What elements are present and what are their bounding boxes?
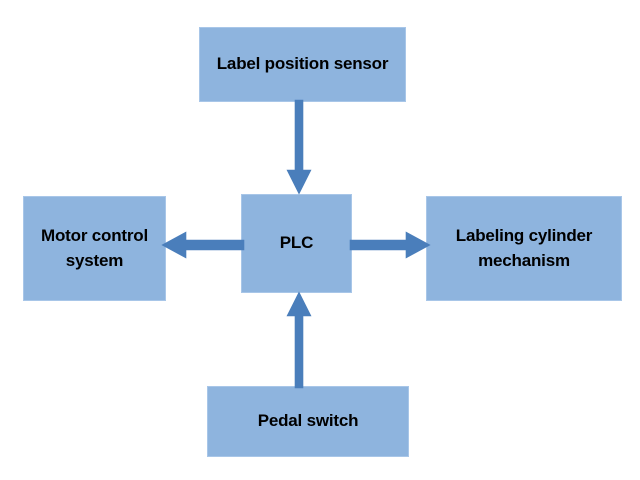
arrow-right-icon <box>349 228 431 262</box>
node-label-position-sensor[interactable]: Label position sensor <box>199 27 406 102</box>
node-label-position-sensor-text: Label position sensor <box>216 54 389 74</box>
node-plc[interactable]: PLC <box>241 194 352 293</box>
arrow-up-icon <box>283 290 315 389</box>
node-pedal-switch[interactable]: Pedal switch <box>207 386 409 457</box>
node-labeling-cylinder-mechanism-text: Labeling cylinder mechanism <box>455 225 593 270</box>
arrow-left-icon <box>161 228 245 262</box>
arrow-down-icon <box>283 99 315 196</box>
node-labeling-cylinder-mechanism[interactable]: Labeling cylinder mechanism <box>426 196 622 301</box>
node-plc-text: PLC <box>279 233 314 253</box>
node-pedal-switch-text: Pedal switch <box>257 411 359 431</box>
node-motor-control-system[interactable]: Motor control system <box>23 196 166 301</box>
node-motor-control-system-text: Motor control system <box>41 225 148 270</box>
